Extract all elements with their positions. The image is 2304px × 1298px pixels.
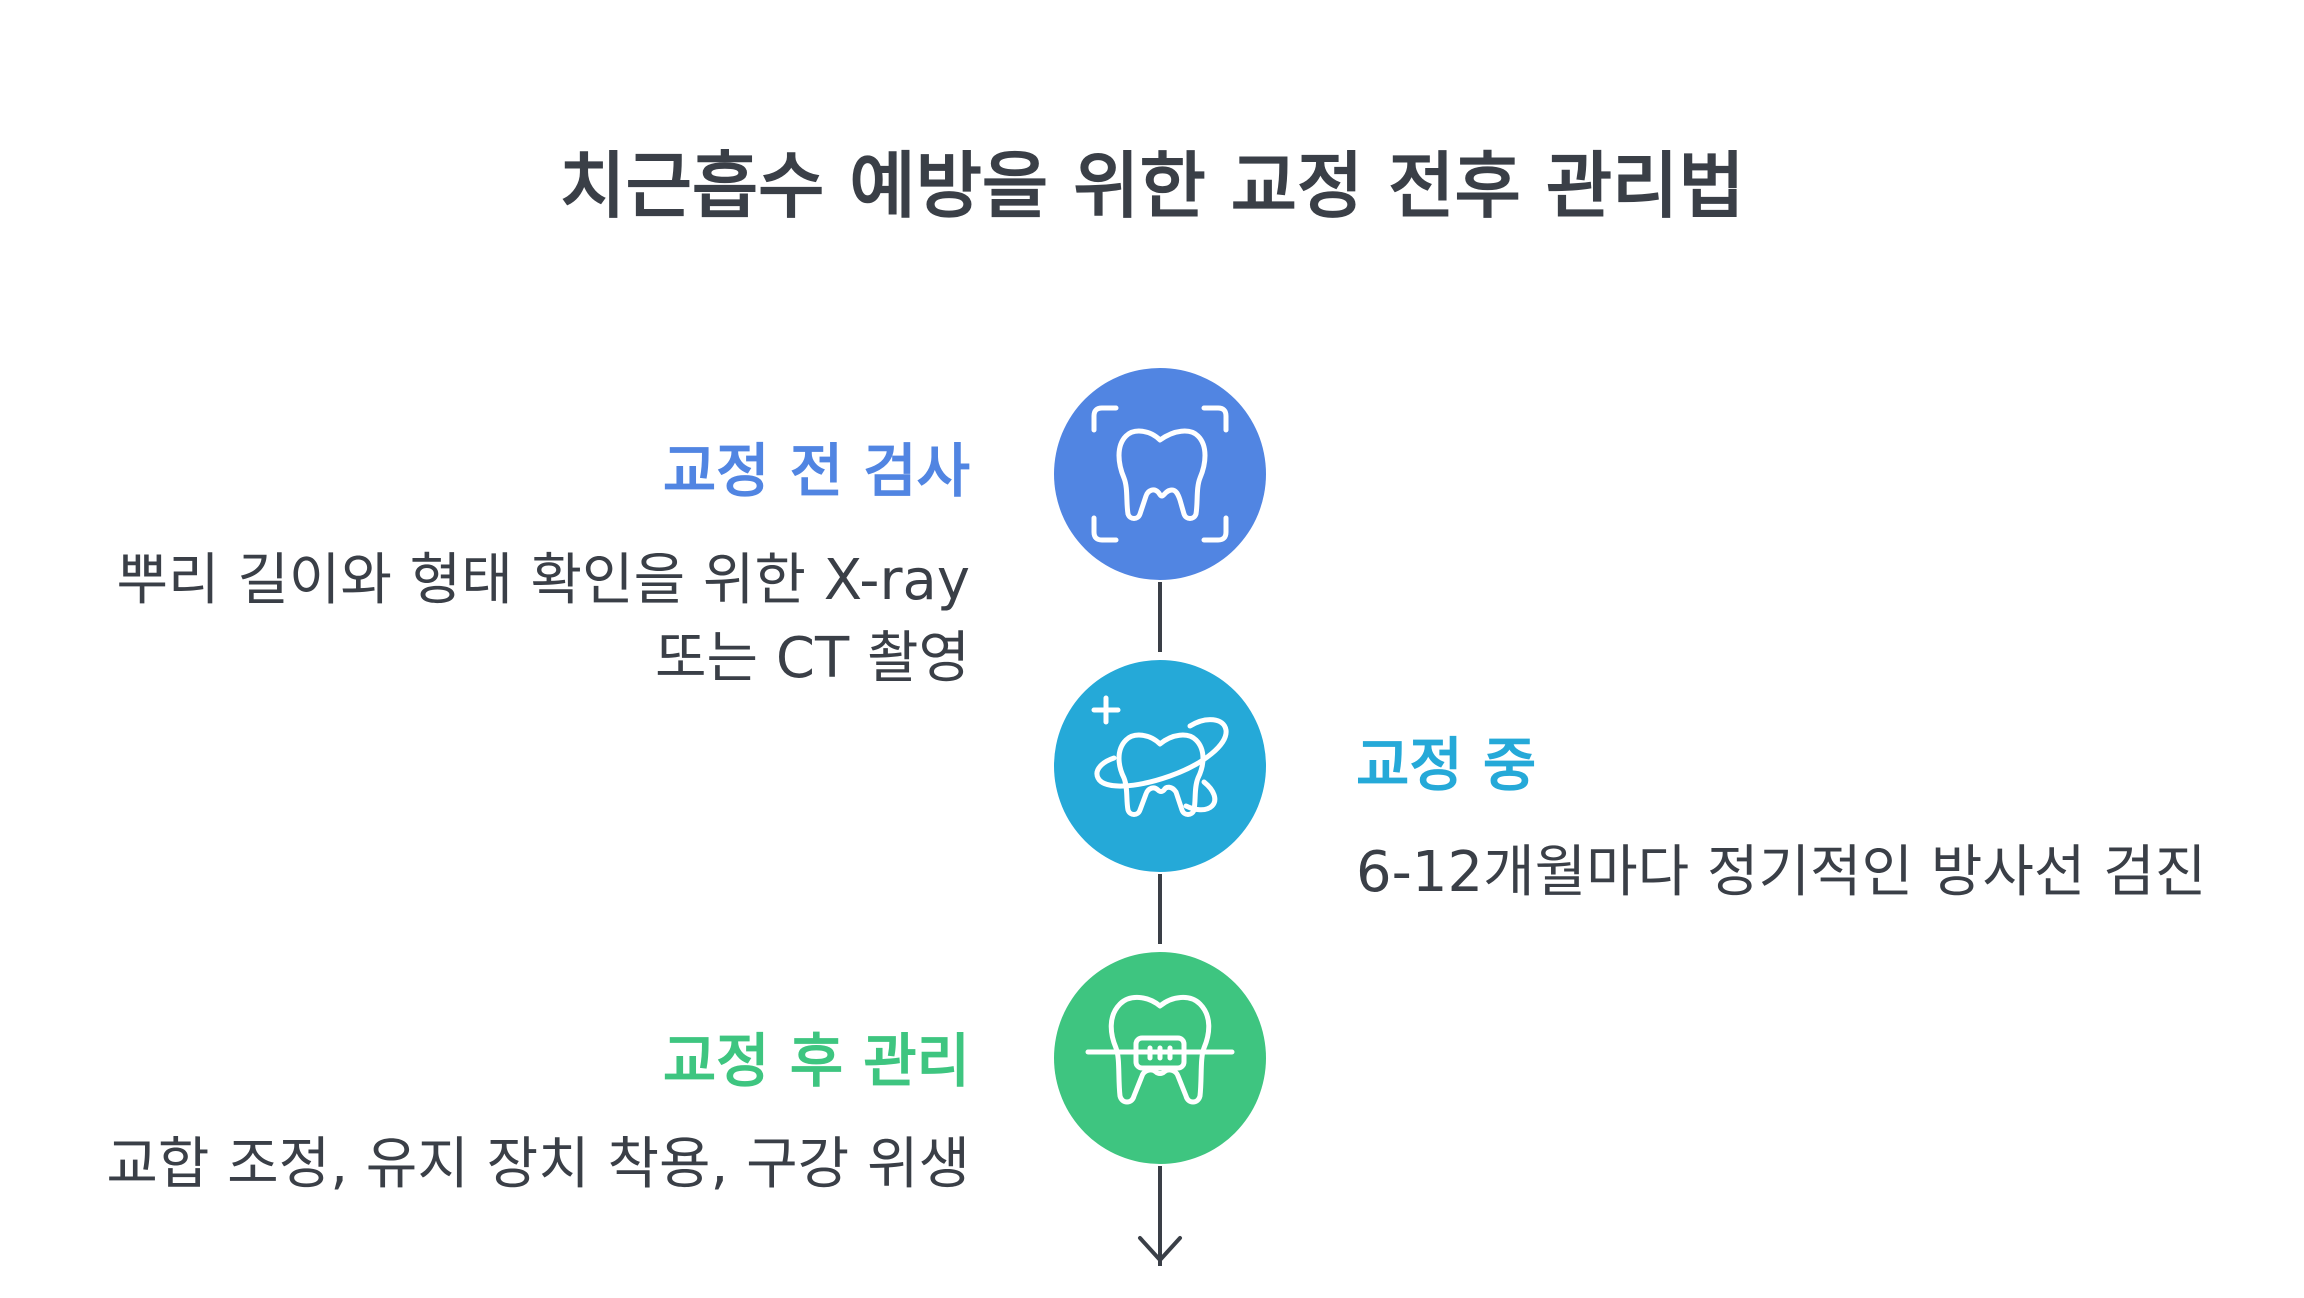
- connector-line-1: [1158, 582, 1162, 652]
- connector-line-2: [1158, 874, 1162, 944]
- step-3-circle: [1054, 952, 1266, 1164]
- step-1-description-line-1: 뿌리 길이와 형태 확인을 위한 X-ray: [116, 548, 970, 613]
- page-title: 치근흡수 예방을 위한 교정 전후 관리법: [559, 144, 1745, 228]
- step-3-title: 교정 후 관리: [662, 1027, 970, 1095]
- down-arrow-icon: [1138, 1236, 1182, 1262]
- step-1-title: 교정 전 검사: [662, 437, 970, 505]
- tooth-braces-icon: [1085, 995, 1235, 1105]
- step-1-description-line-2: 또는 CT 촬영: [655, 626, 970, 691]
- step-1-description: 뿌리 길이와 형태 확인을 위한 X-ray 또는 CT 촬영: [40, 542, 970, 698]
- step-2-title: 교정 중: [1356, 731, 1537, 799]
- step-2-circle: [1054, 660, 1266, 872]
- tooth-scan-icon: [1091, 405, 1229, 543]
- step-3-description: 교합 조정, 유지 장치 착용, 구강 위생: [106, 1132, 970, 1197]
- tooth-floss-icon: [1091, 695, 1229, 817]
- connector-line-3: [1158, 1166, 1162, 1266]
- step-1-circle: [1054, 368, 1266, 580]
- step-2-description: 6-12개월마다 정기적인 방사선 검진: [1356, 840, 2207, 905]
